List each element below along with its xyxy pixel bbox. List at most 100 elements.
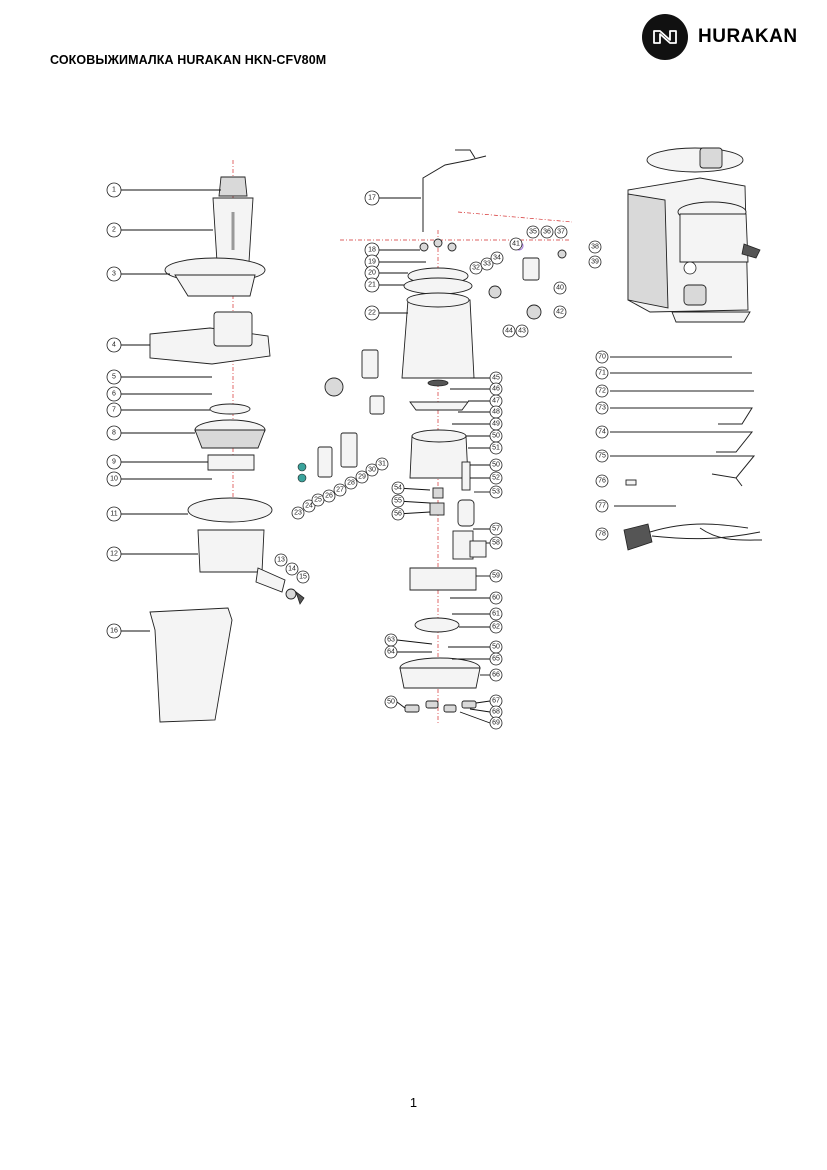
svg-text:30: 30	[368, 467, 376, 474]
callout-4: 4	[106, 337, 122, 353]
callout-27: 27	[333, 483, 347, 497]
callout-50a: 50	[489, 429, 503, 443]
svg-text:63: 63	[387, 637, 395, 644]
svg-text:13: 13	[277, 557, 285, 564]
part-7-disc	[209, 403, 251, 415]
svg-text:74: 74	[598, 429, 606, 436]
callout-23: 23	[291, 506, 305, 520]
svg-text:6: 6	[112, 391, 116, 398]
callout-21: 21	[364, 277, 380, 293]
callout-24: 24	[302, 499, 316, 513]
callout-1: 1	[106, 182, 122, 198]
svg-text:39: 39	[591, 259, 599, 266]
callout-13: 13	[274, 553, 288, 567]
callout-29: 29	[355, 470, 369, 484]
document-title: СОКОВЫЖИМАЛКА HURAKAN HKN-CFV80M	[50, 53, 327, 67]
callout-8: 8	[106, 425, 122, 441]
part-16-jug	[149, 607, 233, 723]
wire-73	[610, 407, 753, 425]
callout-11: 11	[106, 506, 122, 522]
svg-text:70: 70	[598, 354, 606, 361]
callout-9: 9	[106, 454, 122, 470]
svg-text:11: 11	[110, 511, 117, 518]
part-52-bolt	[461, 461, 471, 491]
svg-text:71: 71	[598, 370, 606, 377]
part-78-plug	[623, 523, 653, 551]
center-assembly: 17 18 19 20 21 22 23 24 25 26 27 28 29 3…	[291, 149, 602, 730]
callout-37: 37	[554, 225, 568, 239]
svg-text:22: 22	[368, 310, 376, 317]
svg-text:62: 62	[492, 624, 500, 631]
callout-17: 17	[364, 190, 380, 206]
svg-text:10: 10	[110, 476, 118, 483]
callout-38: 38	[588, 240, 602, 254]
svg-text:68: 68	[492, 709, 500, 716]
svg-text:3: 3	[112, 271, 116, 278]
callout-41: 41	[509, 237, 523, 251]
svg-text:1: 1	[112, 187, 116, 194]
callout-47: 47	[489, 394, 503, 408]
svg-text:53: 53	[492, 489, 500, 496]
svg-text:17: 17	[368, 195, 376, 202]
svg-text:23: 23	[294, 510, 302, 517]
assembled-juicer-illustration	[627, 147, 761, 323]
svg-text:50: 50	[492, 644, 500, 651]
brand-name: HURAKAN	[698, 26, 798, 47]
callout-42: 42	[553, 305, 567, 319]
callout-62: 62	[489, 620, 503, 634]
logo-mark-icon	[642, 14, 688, 60]
svg-text:25: 25	[314, 497, 322, 504]
wire-75	[610, 455, 756, 487]
svg-text:26: 26	[325, 493, 333, 500]
callout-34: 34	[490, 251, 504, 265]
callout-5: 5	[106, 369, 122, 385]
svg-text:61: 61	[492, 611, 500, 618]
svg-text:15: 15	[299, 574, 307, 581]
svg-text:9: 9	[112, 459, 116, 466]
svg-text:20: 20	[368, 270, 376, 277]
svg-text:19: 19	[368, 259, 376, 266]
callout-73: 73	[595, 401, 609, 415]
callout-76: 76	[595, 474, 609, 488]
callout-67: 67	[489, 694, 503, 708]
svg-text:52: 52	[492, 475, 500, 482]
callout-28: 28	[344, 476, 358, 490]
callout-30: 30	[365, 463, 379, 477]
callout-36: 36	[540, 225, 554, 239]
svg-text:58: 58	[492, 540, 500, 547]
part-1-pusher-cap	[218, 176, 248, 197]
svg-text:69: 69	[492, 720, 500, 727]
svg-text:24: 24	[305, 503, 313, 510]
callout-7: 7	[106, 402, 122, 418]
svg-text:46: 46	[492, 386, 500, 393]
callout-72: 72	[595, 384, 609, 398]
svg-text:31: 31	[378, 461, 386, 468]
callout-49: 49	[489, 417, 503, 431]
svg-text:47: 47	[492, 398, 500, 405]
callout-52: 52	[489, 471, 503, 485]
callout-22: 22	[364, 305, 380, 321]
part-76-connector	[625, 479, 637, 486]
svg-text:51: 51	[492, 445, 500, 452]
svg-text:14: 14	[288, 566, 296, 573]
svg-text:54: 54	[394, 485, 402, 492]
callout-35: 35	[526, 225, 540, 239]
callout-50b: 50	[489, 458, 503, 472]
svg-text:42: 42	[556, 309, 564, 316]
page-number: 1	[409, 1095, 418, 1110]
svg-text:37: 37	[557, 229, 565, 236]
callout-60: 60	[489, 591, 503, 605]
svg-text:44: 44	[505, 328, 513, 335]
callout-15: 15	[296, 570, 310, 584]
svg-text:65: 65	[492, 656, 500, 663]
svg-text:8: 8	[112, 430, 116, 437]
callout-50c: 50	[489, 640, 503, 654]
svg-text:35: 35	[529, 229, 537, 236]
callout-14: 14	[285, 562, 299, 576]
svg-text:45: 45	[492, 375, 500, 382]
part-26-switch	[317, 446, 333, 478]
svg-text:48: 48	[492, 409, 500, 416]
callout-10: 10	[106, 471, 122, 487]
callout-45: 45	[489, 371, 503, 385]
svg-text:43: 43	[518, 328, 526, 335]
